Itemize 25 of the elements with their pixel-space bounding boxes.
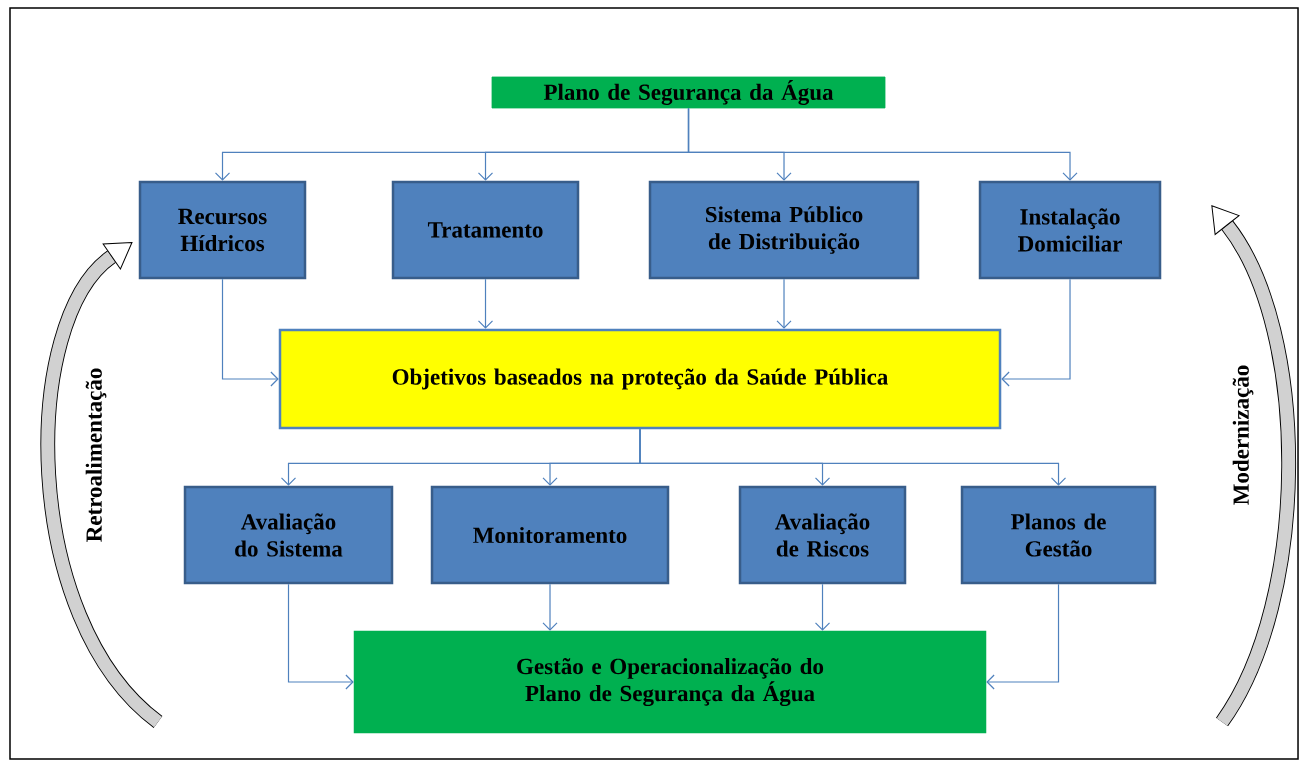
- process-box: Instalação Domiciliar: [978, 180, 1162, 280]
- arrow: [1001, 278, 1071, 387]
- curved-arrow: [40, 242, 164, 728]
- edge-label: Retroalimentação: [85, 368, 107, 542]
- arrow: [776, 278, 792, 329]
- arrow: [986, 583, 1060, 690]
- process-box: Recursos Hídricos: [138, 180, 307, 280]
- edge-label: Modernização: [1232, 365, 1254, 505]
- objective-box: Objetivos baseados na proteção da Saúde Pública: [278, 328, 1002, 430]
- title-box: Gestão e Operacionalização do Plano de Segurança da Água: [353, 630, 987, 734]
- process-box: Monitoramento: [430, 485, 670, 585]
- arrow: [287, 583, 354, 690]
- title-box: Plano de Segurança da Água: [491, 76, 886, 109]
- process-box: Avaliação do Sistema: [183, 485, 394, 585]
- arrow: [639, 428, 1067, 486]
- arrow: [687, 107, 1078, 181]
- process-box: Tratamento: [391, 180, 580, 280]
- process-box: Avaliação de Riscos: [738, 485, 907, 585]
- arrow: [477, 278, 494, 329]
- process-box: Sistema Público de Distribuição: [648, 180, 920, 280]
- process-box: Planos de Gestão: [960, 485, 1157, 585]
- arrow: [814, 583, 831, 631]
- curved-arrow: [1211, 205, 1296, 726]
- arrow: [542, 583, 558, 631]
- arrow: [221, 278, 279, 387]
